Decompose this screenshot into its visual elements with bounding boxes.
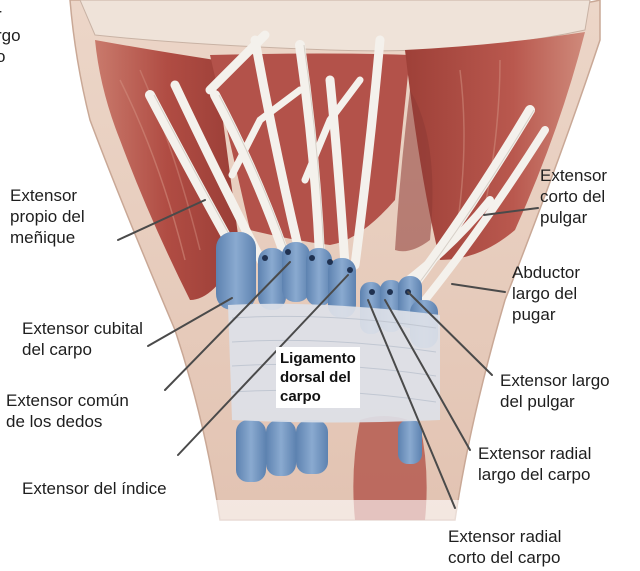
label-extensor-propio-menique: Extensor propio del meñique (10, 185, 85, 248)
label-extensor-comun-dedos: Extensor común de los dedos (6, 390, 129, 432)
label-extensor-largo-pulgar: Extensor largo del pulgar (500, 370, 610, 412)
label-top-left-fragments: r rgo o (0, 4, 21, 67)
label-extensor-cubital-carpo: Extensor cubital del carpo (22, 318, 143, 360)
label-extensor-radial-largo-carpo: Extensor radial largo del carpo (478, 443, 591, 485)
label-extensor-radial-corto-carpo: Extensor radial corto del carpo (448, 526, 561, 568)
label-extensor-indice: Extensor del índice (22, 478, 167, 499)
label-extensor-corto-pulgar: Extensor corto del pulgar (540, 165, 607, 228)
label-ligamento-dorsal-carpo: Ligamento dorsal del carpo (276, 347, 360, 408)
label-abductor-largo-pulgar: Abductor largo del pugar (512, 262, 580, 325)
